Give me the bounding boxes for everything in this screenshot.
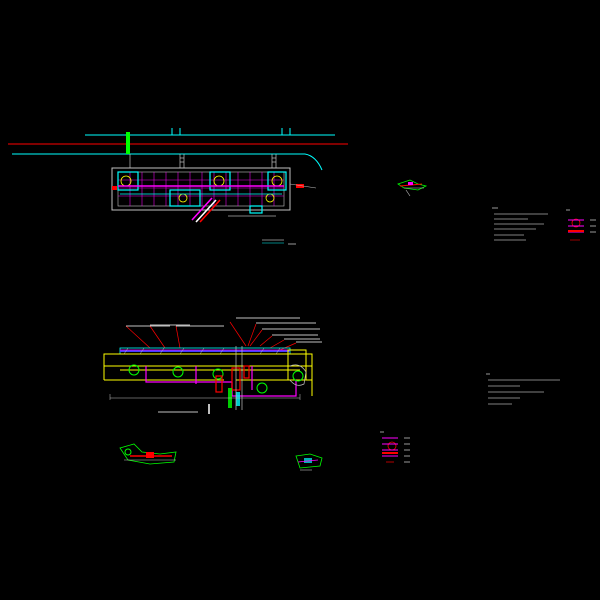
plan-label-strokes bbox=[228, 215, 296, 245]
section-callout-leaders bbox=[125, 321, 297, 351]
detail-top bbox=[397, 179, 428, 197]
notes-bottom bbox=[486, 373, 560, 405]
legend-bottom bbox=[380, 431, 410, 463]
section-view bbox=[103, 317, 322, 414]
notes-top bbox=[492, 207, 548, 241]
legend-top bbox=[566, 209, 596, 241]
detail-bottom-left bbox=[119, 443, 177, 465]
road-lines bbox=[8, 128, 348, 171]
plan-view bbox=[8, 128, 348, 245]
section-body bbox=[103, 346, 313, 414]
section-callout-strokes bbox=[126, 317, 322, 343]
detail-bottom-right bbox=[295, 453, 323, 471]
plan-grid bbox=[111, 167, 317, 223]
